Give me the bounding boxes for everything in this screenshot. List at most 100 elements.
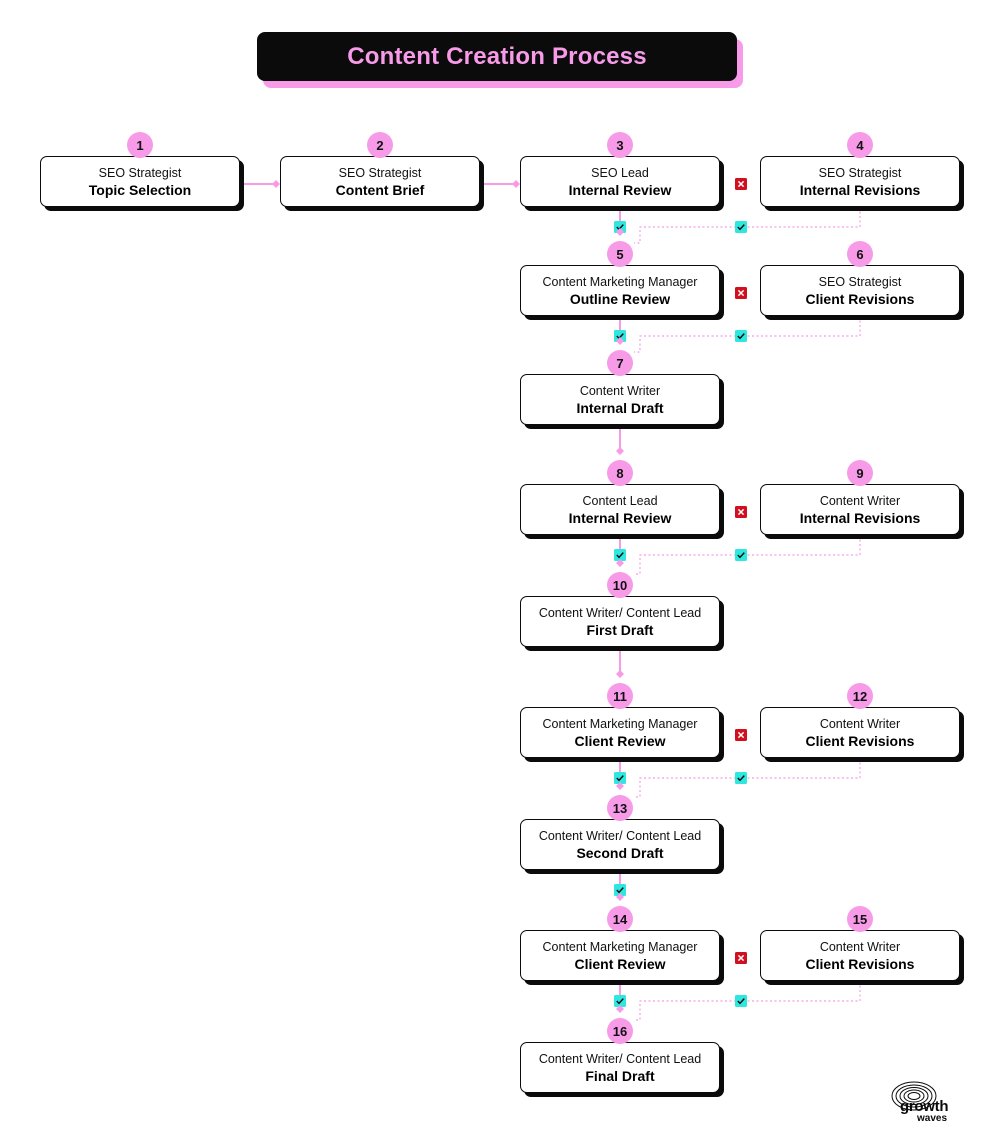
revision-return-path [634,207,861,244]
check-icon [614,884,626,896]
step-role: Content Marketing Manager [542,274,698,289]
step-task: Final Draft [585,1067,655,1084]
step-number-badge: 9 [847,460,873,486]
step-role: Content Lead [582,493,658,508]
step-task: Outline Review [569,290,671,307]
arrow-head [616,782,624,790]
check-icon [735,221,747,233]
step-role: SEO Strategist [818,274,902,289]
step-task: Internal Review [568,509,672,526]
logo-text-waves: waves [917,1113,948,1124]
check-icon [614,549,626,561]
step-role: Content Writer [819,939,901,954]
check-icon [614,772,626,784]
x-icon [735,729,747,741]
step-task: Content Brief [335,181,425,198]
step-task: Internal Draft [576,399,664,416]
arrow-head [616,1005,624,1013]
step-role: SEO Lead [591,165,649,180]
step-task: Internal Revisions [799,181,921,198]
step-task: Client Revisions [805,290,915,307]
revision-return-path [634,535,861,575]
step-role: Content Writer [819,493,901,508]
step-task: Client Review [574,955,666,972]
arrow-head [616,447,624,455]
arrow-head [512,180,520,188]
check-icon [735,549,747,561]
x-icon [735,952,747,964]
step-number-badge: 1 [127,132,153,158]
check-icon [735,330,747,342]
step-role: Content Writer/ Content Lead [538,828,702,843]
step-number-badge: 4 [847,132,873,158]
growth-waves-logo: growth waves [890,1080,960,1130]
revision-return-path [634,758,861,798]
step-number-badge: 10 [607,572,633,598]
check-icon [735,772,747,784]
x-icon [735,178,747,190]
step-number-badge: 15 [847,906,873,932]
x-icon [735,506,747,518]
check-icon [614,995,626,1007]
logo-text-growth: growth [900,1098,949,1115]
step-number-badge: 6 [847,241,873,267]
step-role: Content Marketing Manager [542,716,698,731]
arrow-head [616,559,624,567]
step-role: Content Writer/ Content Lead [538,1051,702,1066]
step-number-badge: 16 [607,1018,633,1044]
step-number-badge: 7 [607,350,633,376]
step-task: Topic Selection [88,181,192,198]
revision-return-path [634,981,861,1021]
step-role: Content Writer [819,716,901,731]
step-number-badge: 11 [607,683,633,709]
step-number-badge: 5 [607,241,633,267]
step-task: Internal Review [568,181,672,198]
step-number-badge: 3 [607,132,633,158]
step-task: Internal Revisions [799,509,921,526]
step-number-badge: 14 [607,906,633,932]
step-role: Content Marketing Manager [542,939,698,954]
step-role: SEO Strategist [818,165,902,180]
step-role: SEO Strategist [338,165,422,180]
step-number-badge: 8 [607,460,633,486]
step-number-badge: 12 [847,683,873,709]
step-number-badge: 2 [367,132,393,158]
arrow-head [616,893,624,901]
step-task: First Draft [586,621,654,638]
x-icon [735,287,747,299]
step-task: Client Review [574,732,666,749]
revision-return-path [634,316,861,353]
